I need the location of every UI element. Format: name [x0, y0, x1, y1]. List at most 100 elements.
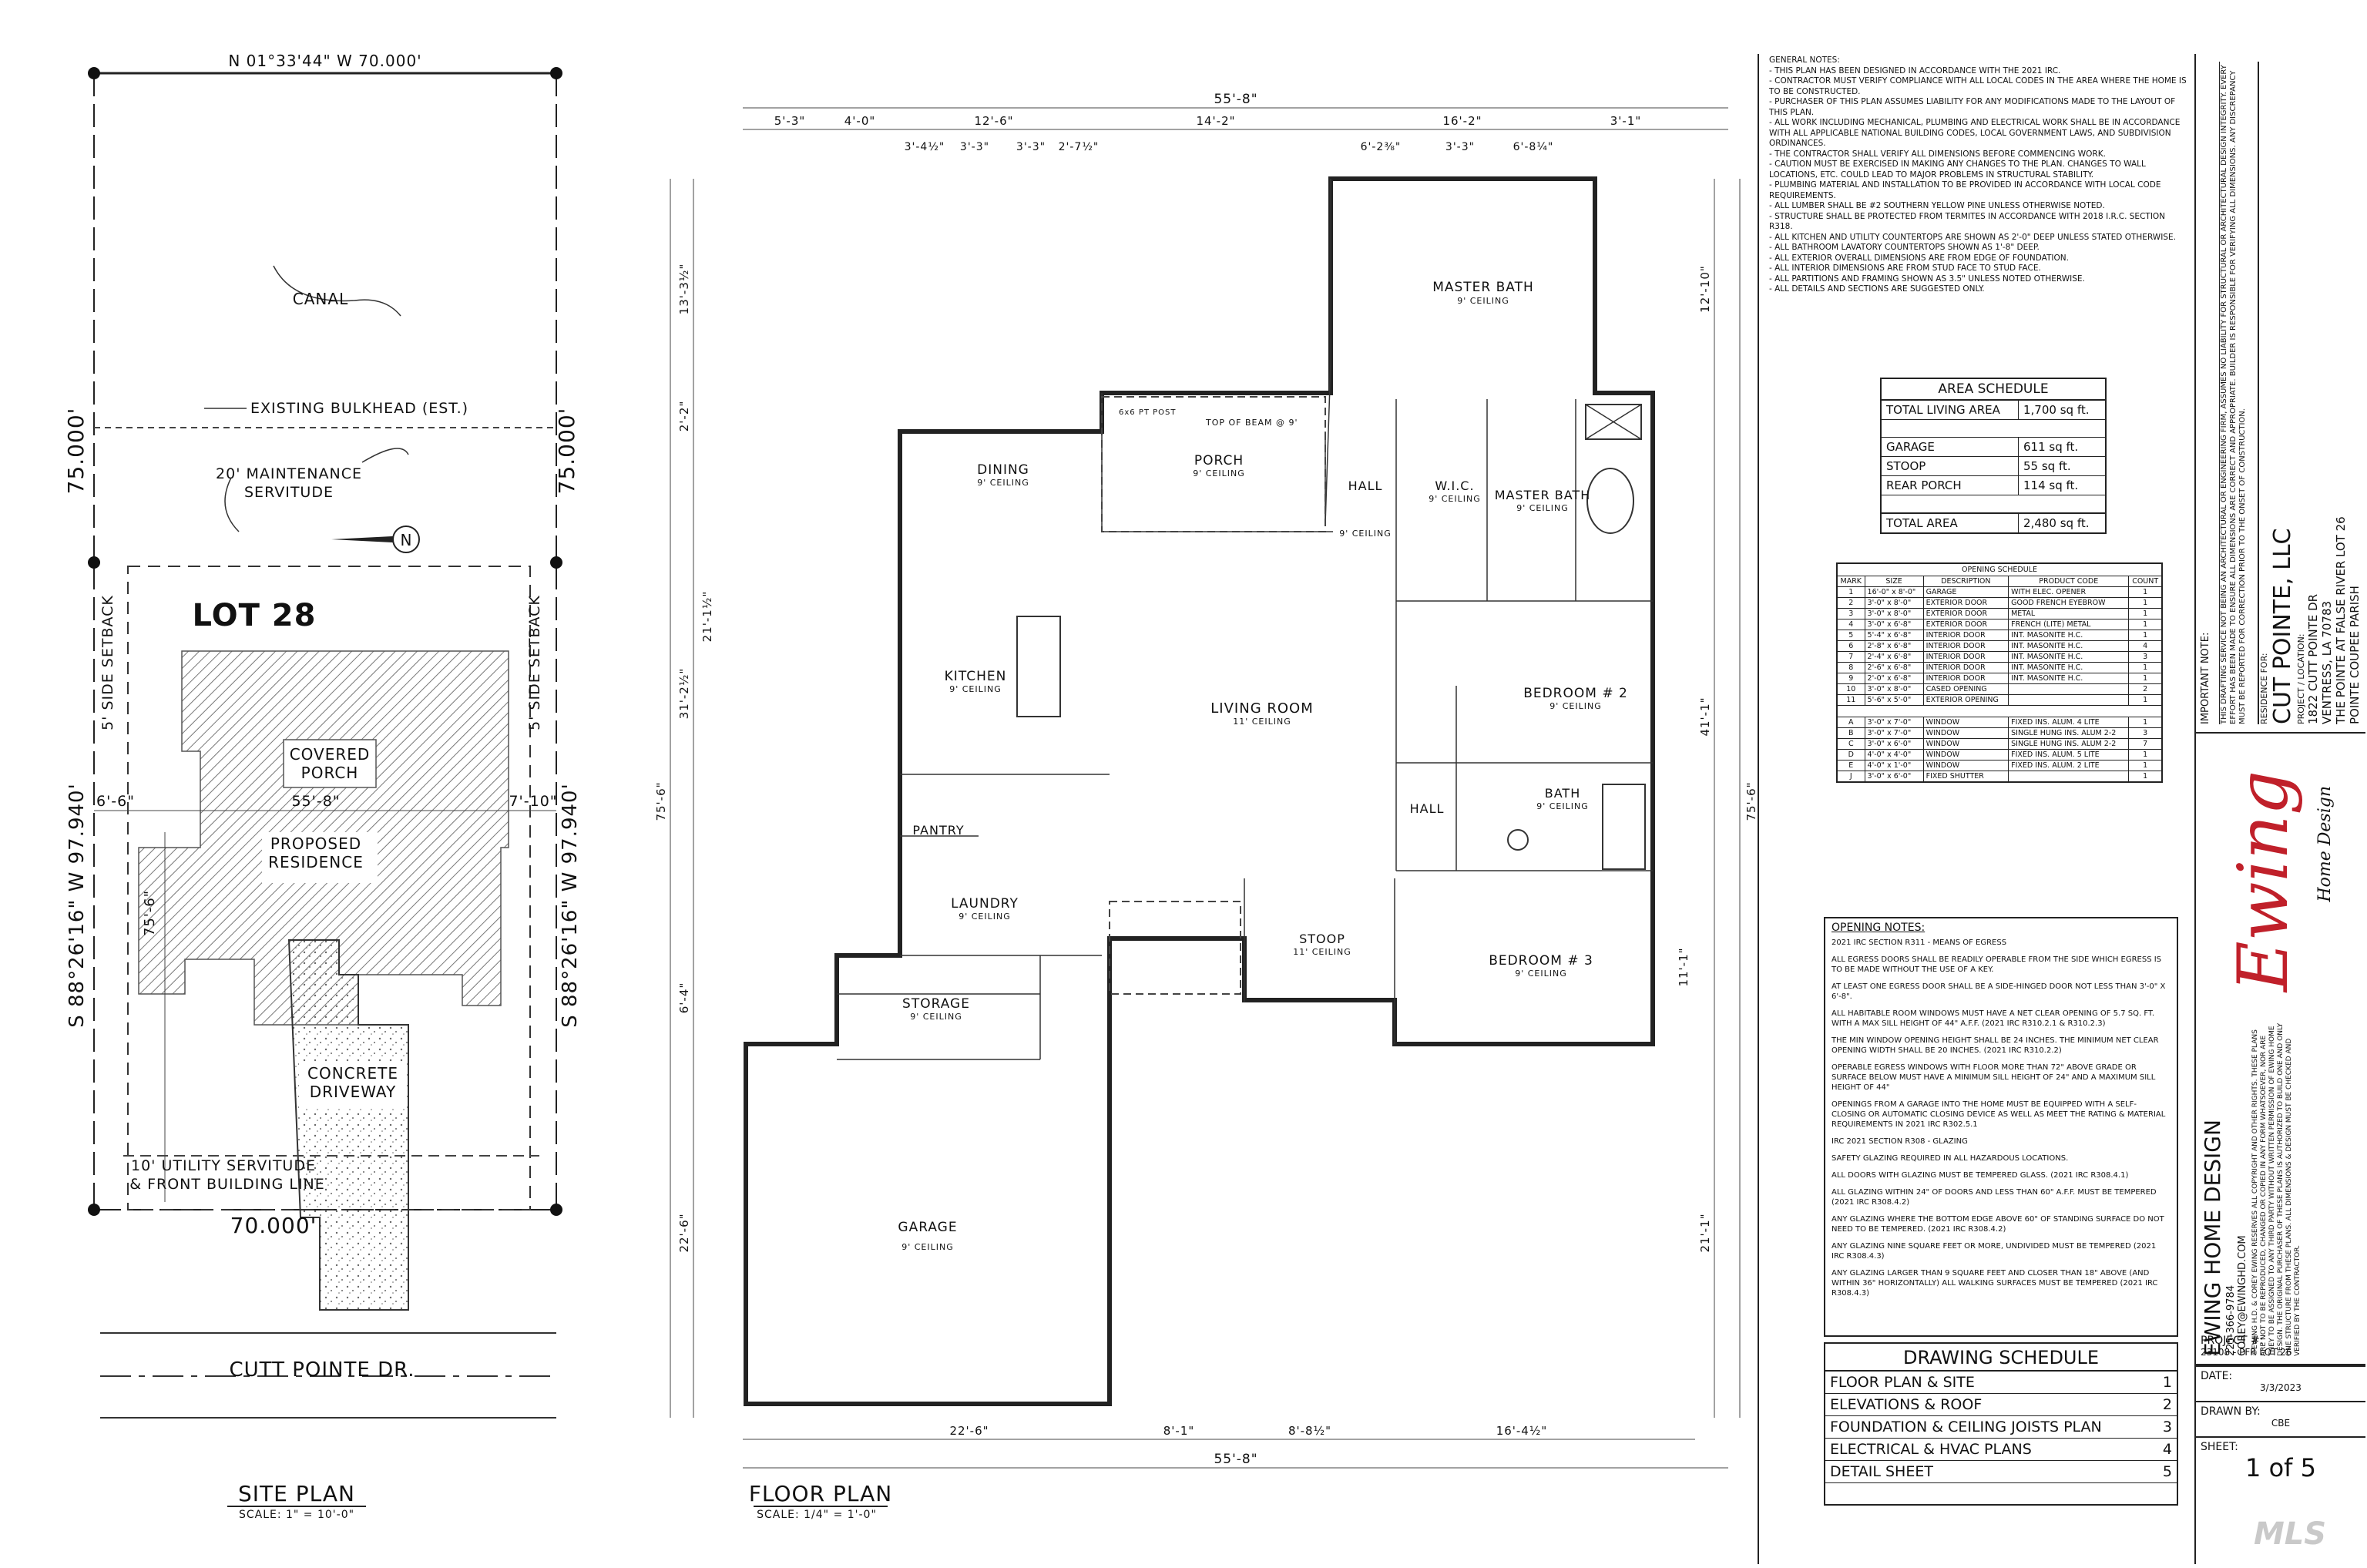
right-dim: 41'-1" — [1698, 697, 1712, 736]
project-info: PROJECT #: 23108 - PFR LOT 26 DATE: 3/3/… — [2196, 1331, 2365, 1499]
important-note: THIS DRAFTING SERVICE NOT BEING AN ARCHI… — [2219, 62, 2259, 724]
room-name: W.I.C. — [1435, 478, 1474, 493]
opening-schedule-cell: 6 — [1836, 640, 1865, 652]
opening-schedule-cell: 3'-0" x 8'-0" — [1864, 683, 1924, 695]
opening-schedule-cell: EXTERIOR DOOR — [1922, 597, 2009, 609]
opening-schedule-cell: 2'-6" x 6'-8" — [1864, 662, 1924, 673]
canal-label: CANAL — [293, 290, 348, 308]
opening-schedule-cell: 3 — [2128, 651, 2163, 663]
room-ceiling: 9' CEILING — [959, 912, 1011, 922]
opening-schedule-cell: 4 — [1836, 619, 1865, 630]
general-note-line: - CAUTION MUST BE EXERCISED IN MAKING AN… — [1769, 159, 2146, 180]
project-value: 23108 - PFR LOT 26 — [2201, 1347, 2292, 1358]
top-sub-dim-chain: 3'-4½" 3'-3" 3'-3" 2'-7½" 6'-2⅜" 3'-3" 6… — [905, 141, 1553, 153]
general-note-line: - ALL BATHROOM LAVATORY COUNTERTOPS SHOW… — [1769, 243, 2040, 252]
opening-schedule-cell: E — [1836, 760, 1865, 771]
drawing-number: 1 — [2162, 1374, 2172, 1391]
right-bearing: S 88°26'16" W 97.940' — [559, 783, 582, 1028]
room-name: STOOP — [1299, 932, 1345, 946]
opening-schedule-cell: 5 — [1836, 630, 1865, 641]
opening-schedule-cell: FIXED INS. ALUM. 4 LITE — [2008, 717, 2130, 728]
opening-schedule-cell: 3'-0" x 6'-0" — [1864, 738, 1924, 750]
general-note-line: - PURCHASER OF THIS PLAN ASSUMES LIABILI… — [1769, 97, 2176, 117]
opening-schedule-cell: 2 — [2128, 683, 2163, 695]
opening-schedule-cell: GARAGE — [1922, 586, 2009, 598]
room-ceiling: 9' CEILING — [1549, 701, 1602, 711]
covered-porch — [283, 739, 377, 788]
room-name: GARAGE — [898, 1220, 957, 1235]
opening-schedule-cell: INTERIOR DOOR — [1922, 651, 2009, 663]
offset-left: 6'-6" — [96, 793, 135, 810]
room-ceiling: 9' CEILING — [1429, 494, 1481, 504]
address-line: VENTRESS, LA 70783 — [2320, 600, 2334, 724]
room-name: MASTER BATH — [1495, 488, 1590, 502]
address-line: POINTE COUPEE PARISH — [2348, 586, 2362, 724]
sub-dim: 3'-4½" — [905, 141, 945, 153]
opening-note-line: ANY GLAZING LARGER THAN 9 SQUARE FEET AN… — [1831, 1269, 2158, 1298]
project-label: PROJECT #: — [2201, 1335, 2264, 1347]
area-label: TOTAL AREA — [1882, 514, 2019, 532]
bottom-dim: 8'-1" — [1163, 1424, 1195, 1438]
room-name: KITCHEN — [945, 669, 1007, 684]
project-location-label: PROJECT / LOCATION: — [2296, 633, 2306, 724]
site-left-depth: 75.000' — [63, 408, 89, 495]
opening-schedule-cell — [2008, 771, 2130, 783]
site-bottom-dim: 70.000' — [230, 1213, 317, 1238]
room-ceiling: 9' CEILING — [1516, 503, 1569, 513]
left-dim: 21'-1½" — [700, 591, 714, 643]
right-dim: 11'-1" — [1677, 947, 1690, 986]
opening-schedule-cell: 3'-0" x 6'-8" — [1864, 619, 1924, 630]
copyright-notice: ©EWING H.D. & COREY EWING RESERVES ALL C… — [2251, 1022, 2302, 1356]
opening-schedule-cell: 3'-0" x 8'-0" — [1864, 608, 1924, 619]
top-dim: 5'-3" — [774, 114, 806, 128]
opening-note-line: AT LEAST ONE EGRESS DOOR SHALL BE A SIDE… — [1831, 982, 2166, 1001]
left-side-setback: 5' SIDE SETBACK — [99, 595, 116, 730]
general-note-line: - CONTRACTOR MUST VERIFY COMPLIANCE WITH… — [1769, 76, 2187, 96]
floor-plan-scale: SCALE: 1/4" = 1'-0" — [757, 1509, 877, 1521]
opening-schedule-cell: WINDOW — [1922, 749, 2009, 760]
opening-schedule-cell: 2'-8" x 6'-8" — [1864, 640, 1924, 652]
designer-name: EWING HOME DESIGN — [2200, 1120, 2225, 1356]
beam-note: TOP OF BEAM @ 9' — [1205, 418, 1298, 428]
general-note-line: - ALL EXTERIOR OVERALL DIMENSIONS ARE FR… — [1769, 253, 2069, 263]
opening-schedule-header: DESCRIPTION — [1922, 576, 2009, 587]
site-plan-title: SITE PLAN — [238, 1481, 355, 1506]
opening-schedule-cell: SINGLE HUNG INS. ALUM 2-2 — [2008, 727, 2130, 739]
room-ceiling: 9' CEILING — [1193, 468, 1245, 478]
area-value: 611 sq ft. — [2023, 440, 2079, 454]
client-name: CUT POINTE, LLC — [2269, 528, 2296, 725]
opening-schedule-cell: 7 — [1836, 651, 1865, 663]
opening-schedule-cell: A — [1836, 717, 1865, 728]
room-name: BATH — [1545, 786, 1580, 801]
room-ceiling: 11' CEILING — [1293, 947, 1351, 957]
opening-schedule-cell: WINDOW — [1922, 760, 2009, 771]
left-dim: 22'-6" — [677, 1213, 691, 1252]
top-dim: 12'-6" — [974, 114, 1013, 128]
opening-schedule-cell: EXTERIOR DOOR — [1922, 608, 2009, 619]
opening-schedule-cell: 1 — [2128, 586, 2163, 598]
general-note-line: - ALL INTERIOR DIMENSIONS ARE FROM STUD … — [1769, 264, 2041, 273]
maintenance-label-1: 20' MAINTENANCE — [216, 465, 362, 482]
opening-schedule-cell: 1 — [2128, 673, 2163, 684]
area-value: 55 sq ft. — [2023, 459, 2071, 473]
proposed-label-2: RESIDENCE — [268, 853, 364, 871]
room-name: STORAGE — [902, 996, 970, 1012]
opening-schedule-cell: 1 — [2128, 597, 2163, 609]
opening-schedule-cell: 3'-0" x 7'-0" — [1864, 727, 1924, 739]
top-dim: 14'-2" — [1196, 114, 1235, 128]
street-label: CUTT POINTE DR. — [229, 1358, 415, 1382]
opening-schedule-cell: 5'-6" x 5'-0" — [1864, 694, 1924, 706]
sub-dim: 3'-3" — [960, 141, 989, 153]
opening-schedule-header: MARK — [1836, 576, 1865, 587]
opening-schedule-cell: 5'-4" x 6'-8" — [1864, 630, 1924, 641]
